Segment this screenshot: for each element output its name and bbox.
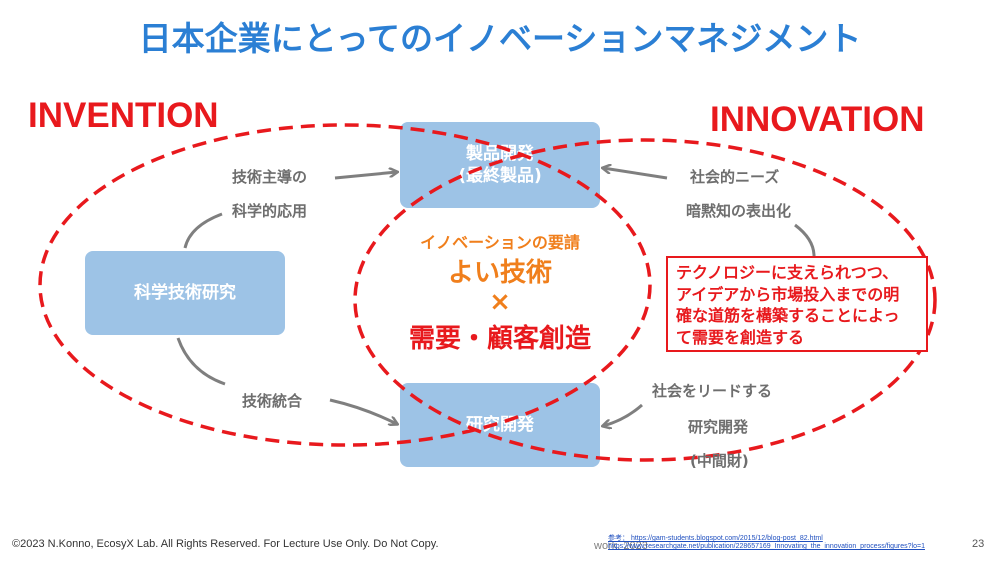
- arrow-tech-led-to-product: [334, 172, 397, 180]
- tech-led-label: 技術主導の: [232, 168, 308, 186]
- final-product-label: (最終製品): [458, 166, 542, 186]
- callout-line-3: 確な道筋を構築することによっ: [676, 306, 900, 326]
- reference-label: 参考：: [608, 535, 629, 542]
- callout-line-2: アイデアから市場投入までの明: [676, 284, 900, 304]
- product-development-box: 製品開発 (最終製品): [400, 122, 600, 208]
- science-research-box: 科学技術研究: [85, 251, 285, 335]
- innovation-label: INNOVATION: [710, 100, 925, 139]
- callout-line-1: テクノロジーに支えられつつ、: [676, 263, 899, 282]
- arrow-social-needs-to-product: [603, 168, 668, 180]
- lead-society-label: 社会をリードする: [652, 382, 773, 400]
- product-development-label: 製品開発: [466, 143, 534, 164]
- reference-link-2[interactable]: https://www.researchgate.net/publication…: [608, 543, 925, 551]
- work-label: work. 2023: [594, 540, 648, 552]
- tech-integration-label: 技術統合: [242, 392, 303, 410]
- curve-tacit-to-callout: [794, 223, 816, 259]
- invention-ellipse: [38, 123, 652, 447]
- innovation-requirement-label: イノベーションの要請: [420, 233, 580, 252]
- rnd-box: 研究開発: [400, 383, 600, 467]
- times-symbol: ×: [489, 287, 511, 317]
- curve-science-to-integration: [176, 337, 226, 386]
- innovation-callout: テクノロジーに支えられつつ、 アイデアから市場投入までの明 確な道筋を構築するこ…: [666, 256, 928, 352]
- reference-link-1[interactable]: https://gam-students.blogspot.com/2015/1…: [630, 535, 823, 542]
- tacit-knowledge-label: 暗黙知の表出化: [686, 202, 792, 220]
- arrow-integration-to-rnd: [329, 398, 397, 424]
- page-title: 日本企業にとってのイノベーションマネジメント: [138, 19, 862, 58]
- good-tech-label: よい技術: [447, 258, 552, 288]
- copyright-text: ©2023 N.Konno, EcosyX Lab. All Rights Re…: [12, 538, 439, 550]
- rnd-label: 研究開発: [466, 414, 534, 435]
- invention-label: INVENTION: [28, 96, 219, 135]
- callout-line-4: て需要を創造する: [676, 327, 805, 347]
- references: 参考： https://gam-students.blogspot.com/20…: [608, 535, 978, 552]
- scientific-application-label: 科学的応用: [232, 202, 308, 220]
- lead-rnd-label: 研究開発: [688, 418, 749, 436]
- science-research-label: 科学技術研究: [134, 282, 236, 303]
- page-number: 23: [972, 538, 985, 550]
- innovation-ellipse: [353, 138, 937, 462]
- demand-creation-label: 需要・顧客創造: [408, 324, 591, 354]
- arrow-lead-to-rnd: [603, 403, 643, 426]
- social-needs-label: 社会的ニーズ: [690, 168, 780, 186]
- curve-science-to-tech-led: [183, 212, 223, 249]
- intermediate-goods-label: (中間財): [690, 452, 749, 470]
